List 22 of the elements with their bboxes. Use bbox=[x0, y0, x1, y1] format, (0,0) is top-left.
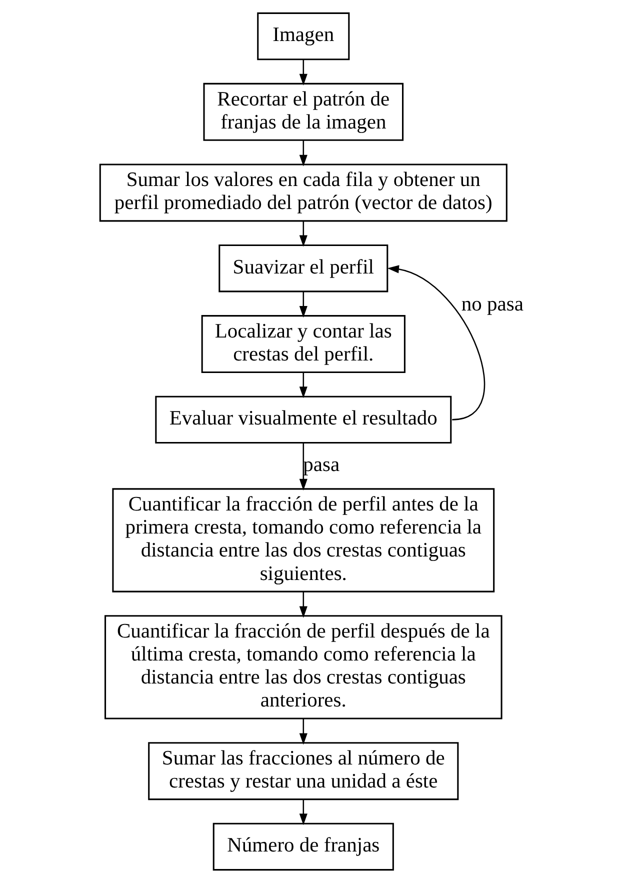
node-box: Cuantificar la fracción de perfil antes de la primera cresta, tomando como referencia la distancia entre las dos crestas contiguas siguientes. bbox=[112, 488, 494, 592]
arrow bbox=[386, 265, 485, 420]
arrow bbox=[298, 221, 307, 247]
edge-label: pasa bbox=[302, 454, 340, 476]
arrow bbox=[298, 59, 307, 86]
arrow bbox=[298, 443, 307, 490]
node-box: Número de franjas bbox=[212, 822, 394, 871]
node-box: Sumar los valores en cada fila y obtener un perfil promediado del patrón (vector de datos) bbox=[98, 164, 507, 222]
node-box: Cuantificar la fracción de perfil después de la última cresta, tomando como referencia la distancia entre las dos crestas contiguas anteriores. bbox=[104, 615, 502, 720]
arrow bbox=[298, 718, 307, 745]
node-box: Evaluar visualmente el resultado bbox=[154, 396, 452, 444]
node-box: Recortar el patrón de franjas de la imagen bbox=[202, 82, 404, 141]
arrow bbox=[298, 140, 307, 166]
arrow bbox=[298, 592, 307, 618]
edge-label: no pasa bbox=[460, 294, 523, 316]
arrow bbox=[298, 372, 307, 398]
arrow bbox=[298, 800, 307, 826]
node-box: Localizar y contar las crestas del perfil. bbox=[200, 315, 405, 374]
node-box: Suavizar el perfil bbox=[218, 244, 388, 292]
node-box: Sumar las fracciones al número de crestas y restar una unidad a éste bbox=[148, 742, 458, 800]
arrow bbox=[298, 292, 307, 318]
node-box: Imagen bbox=[256, 12, 350, 60]
